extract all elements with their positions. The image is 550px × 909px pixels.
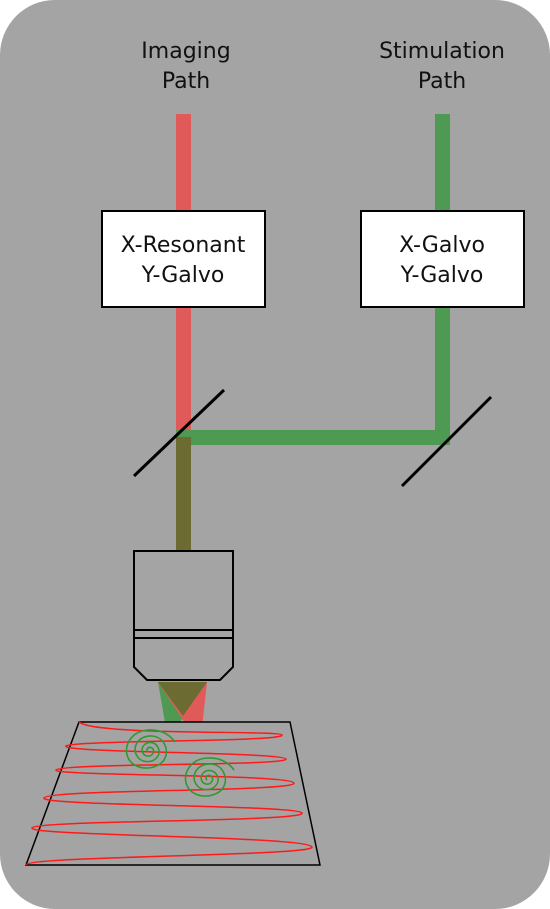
imaging-beam-lower bbox=[176, 307, 191, 440]
combined-beam bbox=[176, 437, 191, 551]
stimulation-beam-lower bbox=[435, 307, 450, 445]
stimulation-beam-horizontal bbox=[176, 430, 450, 445]
imaging-scanner-label-line2: Y-Galvo bbox=[141, 263, 225, 288]
stimulation-path-title-line1: Stimulation bbox=[379, 39, 505, 64]
objective-lens bbox=[133, 550, 234, 681]
imaging-beam-upper bbox=[176, 114, 191, 211]
stimulation-path-title-line2: Path bbox=[418, 69, 466, 94]
combined-focus-cone bbox=[158, 682, 207, 716]
imaging-path-title-line1: Imaging bbox=[141, 39, 230, 64]
stimulation-beam-upper bbox=[435, 114, 450, 211]
raster-scan-pattern bbox=[25, 721, 313, 866]
imaging-scanner-box bbox=[101, 210, 266, 308]
spiral-scan-pattern-1 bbox=[125, 729, 176, 769]
imaging-scanner-label-line1: X-Resonant bbox=[121, 233, 246, 258]
spiral-scan-pattern-2 bbox=[184, 757, 235, 797]
imaging-path-title-line2: Path bbox=[162, 69, 210, 94]
stimulation-scanner-label-line1: X-Galvo bbox=[399, 233, 485, 258]
dichroic-mirror bbox=[132, 388, 226, 478]
stimulation-scanner-label-line2: Y-Galvo bbox=[400, 263, 484, 288]
sample-plane bbox=[24, 721, 321, 866]
fold-mirror bbox=[400, 395, 493, 488]
stimulation-scanner-box bbox=[360, 210, 525, 308]
